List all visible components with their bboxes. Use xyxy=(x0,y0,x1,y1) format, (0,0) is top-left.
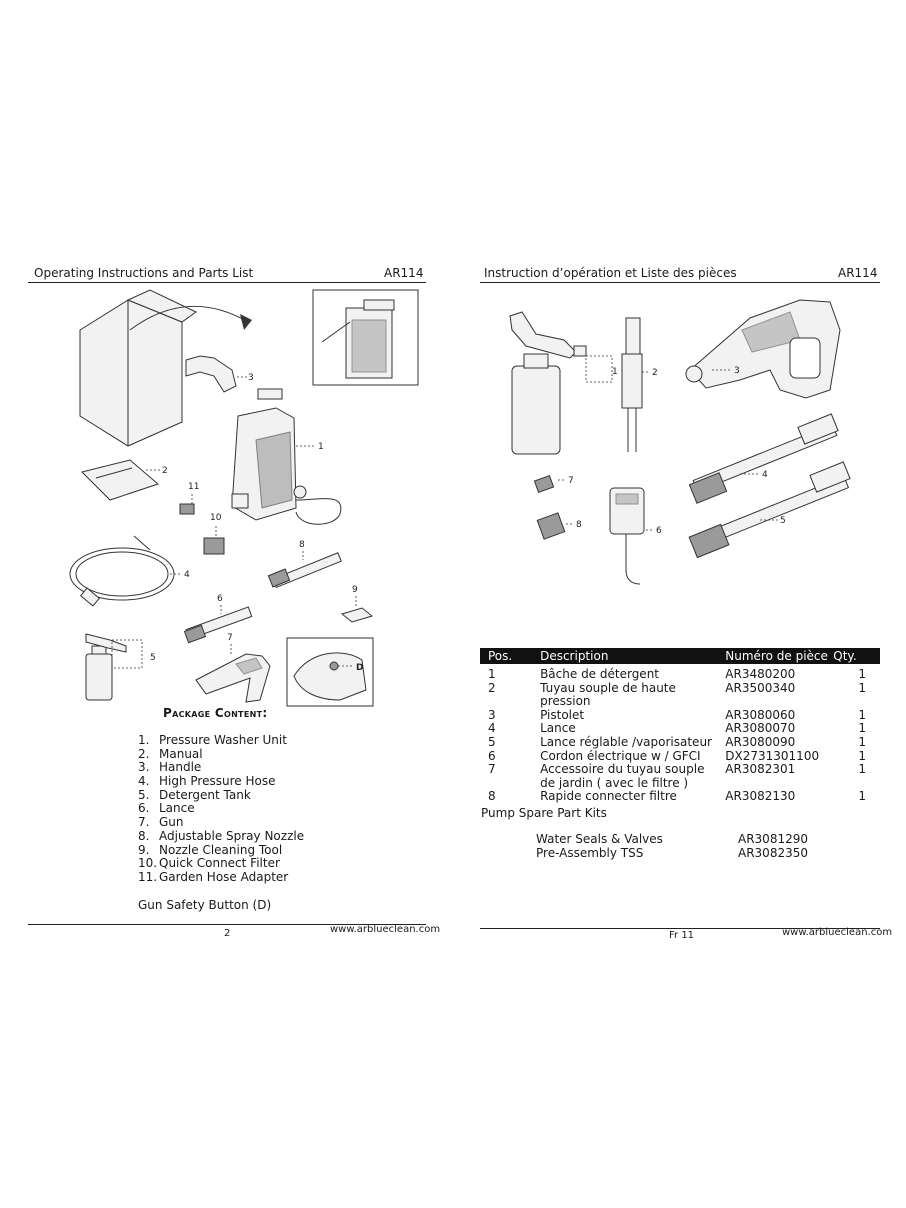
left-exploded-diagram: 3 1 2 11 10 xyxy=(69,289,419,707)
lance-part-illustration xyxy=(688,413,839,504)
gun-safety-note: Gun Safety Button (D) xyxy=(138,898,272,912)
package-item: 10.Quick Connect Filter xyxy=(138,856,280,871)
left-website-link[interactable]: www.arblueclean.com xyxy=(330,924,441,935)
package-item: 4.High Pressure Hose xyxy=(138,774,276,789)
spare-kits-title: Pump Spare Part Kits xyxy=(481,806,607,820)
handle-illustration xyxy=(185,355,247,393)
parts-table-header: Pos. Description Numéro de pièce Qty. xyxy=(480,648,880,664)
right-website-link[interactable]: www.arblueclean.com xyxy=(782,927,893,938)
pressure-washer-unit-illustration xyxy=(231,388,342,525)
left-header-rule xyxy=(28,282,426,283)
right-footer-rule xyxy=(480,928,880,929)
left-header-model: AR114 xyxy=(384,266,424,280)
adjustable-spray-nozzle-illustration xyxy=(267,552,342,589)
detergent-tank-part-illustration xyxy=(509,311,613,455)
left-page: Operating Instructions and Parts List AR… xyxy=(28,266,441,939)
callout-11: 11 xyxy=(188,482,199,492)
callout-10: 10 xyxy=(210,513,222,523)
package-item: 7.Gun xyxy=(138,815,184,830)
package-item: 3.Handle xyxy=(138,760,202,775)
package-item: 8.Adjustable Spray Nozzle xyxy=(138,828,305,843)
callout-r2: 2 xyxy=(652,368,658,378)
callout-r4: 4 xyxy=(762,470,768,480)
callout-r8: 8 xyxy=(576,520,582,530)
safety-button-inset-illustration xyxy=(286,637,374,707)
right-header-rule xyxy=(480,282,880,283)
quick-connect-filter-part-illustration xyxy=(536,512,566,540)
package-item: 6.Lance xyxy=(138,801,195,816)
high-pressure-hose-part-illustration xyxy=(621,317,650,452)
col-pos-header: Pos. xyxy=(480,648,541,664)
package-item: 11.Garden Hose Adapter xyxy=(138,869,289,884)
garden-hose-adapter-part-illustration xyxy=(533,474,555,494)
gfci-cord-part-illustration xyxy=(609,487,654,585)
adjustable-lance-part-illustration xyxy=(688,461,851,559)
manual-illustration xyxy=(81,459,160,501)
callout-1: 1 xyxy=(318,442,324,452)
assembly-inset-illustration xyxy=(312,289,419,386)
callout-5: 5 xyxy=(150,653,156,663)
right-header-title: Instruction d’opération et Liste des piè… xyxy=(484,266,737,280)
callout-r7: 7 xyxy=(568,476,574,486)
callout-9: 9 xyxy=(352,585,358,595)
callout-3: 3 xyxy=(248,373,254,383)
col-description-header: Description xyxy=(540,648,726,664)
callout-4: 4 xyxy=(184,570,190,580)
package-item: 5.Detergent Tank xyxy=(138,787,251,802)
package-item: 2.Manual xyxy=(138,746,203,761)
packaging-box-illustration xyxy=(79,289,252,447)
left-footer-rule xyxy=(28,924,426,925)
right-parts-diagram: 1 2 3 4 5 6 7 xyxy=(509,299,851,585)
callout-r5: 5 xyxy=(780,516,786,526)
right-page-number: Fr 11 xyxy=(669,930,695,941)
callout-6: 6 xyxy=(217,594,223,604)
callout-r3: 3 xyxy=(734,366,740,376)
gun-part-illustration xyxy=(685,299,841,399)
left-page-number: 2 xyxy=(224,928,231,939)
package-item: 9.Nozzle Cleaning Tool xyxy=(138,842,283,857)
callout-7: 7 xyxy=(227,633,233,643)
left-header-title: Operating Instructions and Parts List xyxy=(34,266,254,280)
package-item: 1.Pressure Washer Unit xyxy=(138,733,287,747)
callout-8: 8 xyxy=(299,540,305,550)
callout-r6: 6 xyxy=(656,526,662,536)
col-part-number-header: Numéro de pièce xyxy=(725,648,834,664)
callout-2: 2 xyxy=(162,466,168,476)
callout-d: D xyxy=(356,663,363,673)
lance-illustration xyxy=(183,606,253,644)
high-pressure-hose-illustration xyxy=(69,535,182,607)
package-content-title: Package Content: xyxy=(163,706,268,720)
package-content-list: 1.Pressure Washer Unit 2.Manual 3.Handle… xyxy=(138,733,305,885)
quick-connect-filter-illustration xyxy=(203,537,225,555)
right-header-model: AR114 xyxy=(838,266,878,280)
gun-illustration xyxy=(195,653,271,703)
nozzle-cleaning-tool-illustration xyxy=(340,607,374,623)
garden-hose-adapter-illustration xyxy=(179,503,195,515)
detergent-tank-illustration xyxy=(85,633,143,701)
callout-r1: 1 xyxy=(612,367,618,377)
col-qty-header: Qty. xyxy=(833,648,880,664)
